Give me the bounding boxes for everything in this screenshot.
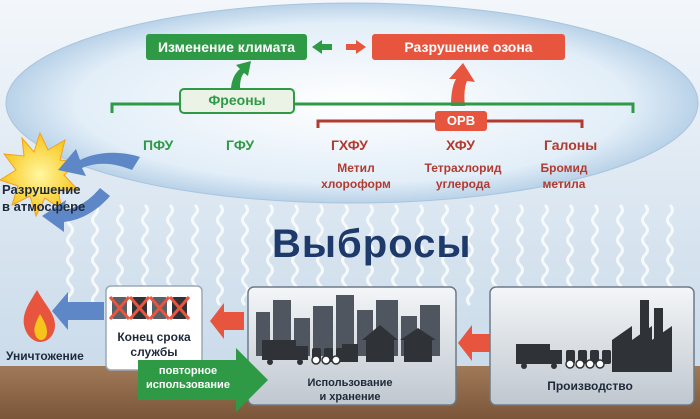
double-arrow-icon xyxy=(312,40,366,54)
ozone-destruction-box xyxy=(372,34,565,60)
methyl-chloroform-line1: Метил xyxy=(337,161,375,175)
wheel-shape xyxy=(321,355,331,365)
crossed-cylinders-icon xyxy=(108,296,191,320)
use-storage-label: Использование и хранение xyxy=(270,376,430,404)
methyl-chloroform-line2: хлороформ xyxy=(321,177,391,191)
methyl-bromide-line1: Бромид xyxy=(540,161,588,175)
ods-box xyxy=(435,111,487,131)
cfc-label: ХФУ xyxy=(446,137,475,153)
climate-change-label: Изменение климата xyxy=(157,39,296,55)
wheel-shape xyxy=(595,359,605,369)
atmosphere-destruction-label: Разрушение в атмосфере xyxy=(2,181,86,215)
use-storage-line2: и хранение xyxy=(319,391,381,403)
methyl-bromide-label: Бромид метила xyxy=(524,160,604,192)
ods-label: ОРВ xyxy=(446,113,476,128)
emission-wave-line xyxy=(91,203,99,307)
methyl-bromide-line2: метила xyxy=(542,177,586,191)
wheel-shape xyxy=(575,359,585,369)
reuse-line2: использование xyxy=(146,379,230,391)
cross-mark xyxy=(128,296,151,320)
truck-icon xyxy=(262,340,308,365)
destruction-label: Уничтожение xyxy=(6,349,84,363)
red-arrow-prod-to-use-icon xyxy=(458,325,490,361)
cross-mark xyxy=(108,296,131,320)
wheel-shape xyxy=(331,355,341,365)
end-of-life-line1: Конец срока xyxy=(117,330,191,344)
production-cylinders-icon xyxy=(565,350,611,369)
emission-wave-line xyxy=(241,203,249,307)
emissions-title: Выбросы xyxy=(272,222,472,266)
carbon-tetrachloride-line1: Тетрахлорид xyxy=(424,161,502,175)
end-of-life-line2: службы xyxy=(130,345,178,359)
reuse-arrow xyxy=(138,348,268,412)
production-label: Производство xyxy=(547,379,633,393)
freons-bracket xyxy=(110,102,635,113)
up-arrow-green-icon xyxy=(231,61,251,88)
cross-mark xyxy=(168,296,191,320)
reuse-label: повторное использование xyxy=(140,364,236,392)
blue-arrow-down-icon xyxy=(42,188,110,232)
wheel-shape xyxy=(565,359,575,369)
production-truck-icon xyxy=(516,344,562,369)
cross-mark xyxy=(148,296,171,320)
emission-wave-line xyxy=(466,203,474,307)
wheel-shape xyxy=(311,355,321,365)
freons-box xyxy=(179,88,295,114)
hfc-label: ГФУ xyxy=(226,137,255,153)
hcfc-label: ГХФУ xyxy=(331,137,368,153)
end-of-life-label: Конец срока службы xyxy=(106,330,202,360)
carbon-tetrachloride-line2: углерода xyxy=(435,177,491,191)
red-arrow-use-to-eol-icon xyxy=(210,303,244,339)
emission-wave-line xyxy=(66,203,74,307)
halons-label: Галоны xyxy=(544,137,598,153)
use-storage-line1: Использование xyxy=(307,377,393,389)
wheel-shape xyxy=(585,359,595,369)
houses-icon xyxy=(342,325,436,362)
ozone-destruction-label: Разрушение озона xyxy=(404,39,533,55)
ods-bracket xyxy=(316,119,584,128)
up-arrow-red-icon xyxy=(449,63,475,106)
methyl-chloroform-label: Метил хлороформ xyxy=(304,160,408,192)
flame-icon xyxy=(23,290,55,342)
climate-change-box xyxy=(146,34,307,60)
pfc-label: ПФУ xyxy=(143,137,174,153)
carbon-tetrachloride-label: Тетрахлорид углерода xyxy=(414,160,512,192)
blue-arrow-to-sun-icon xyxy=(58,149,140,176)
atmosphere-destruction-line2: в атмосфере xyxy=(2,199,86,214)
emission-wave-line xyxy=(216,203,224,307)
reuse-line1: повторное xyxy=(158,365,218,377)
freons-label: Фреоны xyxy=(208,92,266,108)
arrow-to-destruction-icon xyxy=(52,292,104,330)
cylinders-icon xyxy=(311,348,345,365)
factory-icon xyxy=(612,300,672,372)
atmosphere-destruction-line1: Разрушение xyxy=(2,182,81,197)
gas-cylinder-shape xyxy=(602,350,611,364)
